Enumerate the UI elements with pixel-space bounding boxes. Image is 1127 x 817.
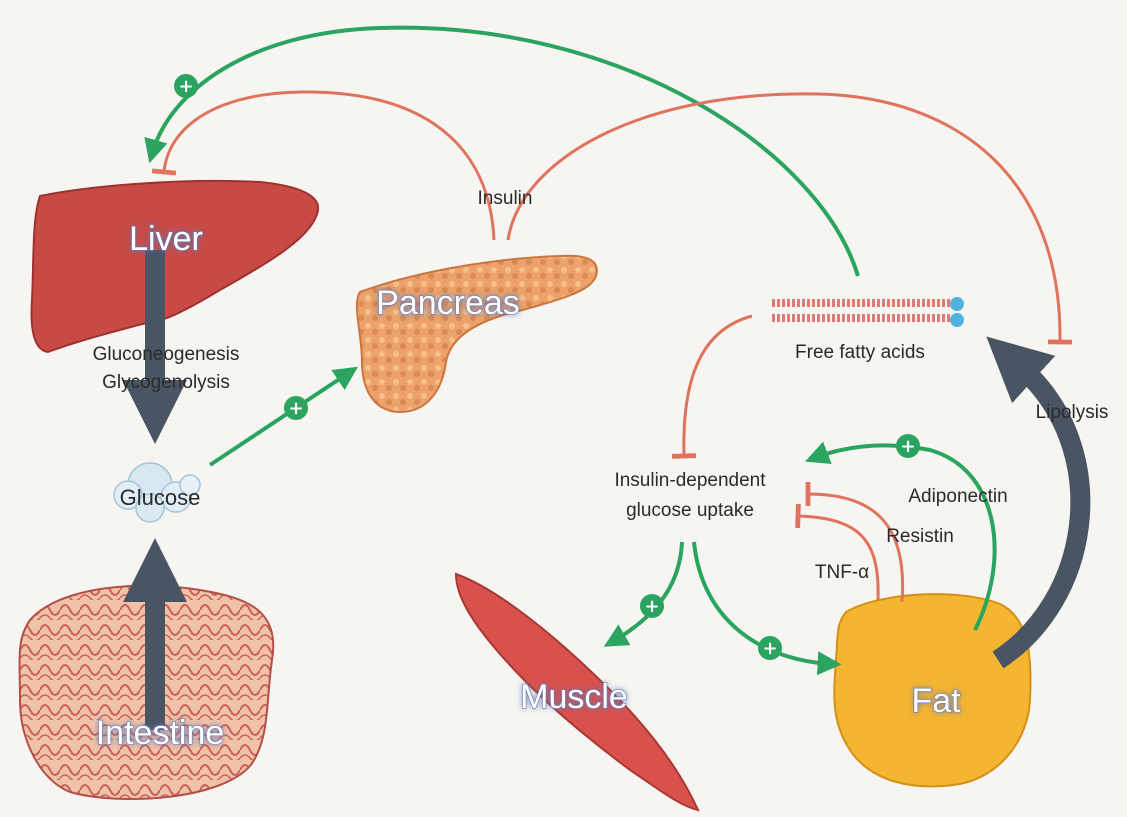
glucose-uptake-label: glucose uptake — [626, 500, 754, 521]
glycogenolysis-label: Glycogenolysis — [102, 372, 230, 393]
intestine-label: Intestine — [96, 714, 225, 752]
ffa-inhibits-uptake-line — [684, 316, 752, 456]
insulin-label: Insulin — [478, 188, 533, 209]
plus-badge-muscle: + — [640, 594, 664, 618]
glucose-label: Glucose — [120, 485, 201, 510]
pancreas-organ — [357, 256, 597, 412]
insulin-dependent-label: Insulin-dependent — [614, 470, 766, 491]
pancreas-label: Pancreas — [376, 284, 520, 322]
svg-text:+: + — [644, 596, 659, 617]
uptake-to-muscle-arrow — [612, 542, 682, 642]
free-fatty-acids-label: Free fatty acids — [795, 342, 925, 363]
plus-badge-glucose: + — [284, 396, 308, 420]
plus-badge-adiponectin: + — [896, 434, 920, 458]
tnf-alpha-label: TNF-α — [815, 562, 869, 583]
plus-badge-top: + — [174, 74, 198, 98]
svg-text:+: + — [178, 76, 193, 97]
fat-label: Fat — [911, 682, 961, 720]
liver-label: Liver — [129, 220, 203, 258]
gluconeogenesis-label: Gluconeogenesis — [93, 344, 240, 365]
lipolysis-label: Lipolysis — [1036, 402, 1109, 423]
resistin-label: Resistin — [886, 526, 954, 547]
resistin-inhibits-uptake-line — [808, 494, 903, 602]
glucose-to-pancreas-arrow — [210, 372, 350, 465]
plus-badge-fat: + — [758, 636, 782, 660]
svg-text:+: + — [762, 638, 777, 659]
tnf-inhibits-uptake-line — [798, 516, 878, 600]
svg-text:+: + — [288, 398, 303, 419]
liver-organ — [32, 181, 319, 352]
fatty-acid-molecule-icon — [772, 297, 964, 327]
adiponectin-label: Adiponectin — [908, 486, 1007, 507]
muscle-label: Muscle — [520, 678, 628, 716]
svg-text:+: + — [900, 436, 915, 457]
